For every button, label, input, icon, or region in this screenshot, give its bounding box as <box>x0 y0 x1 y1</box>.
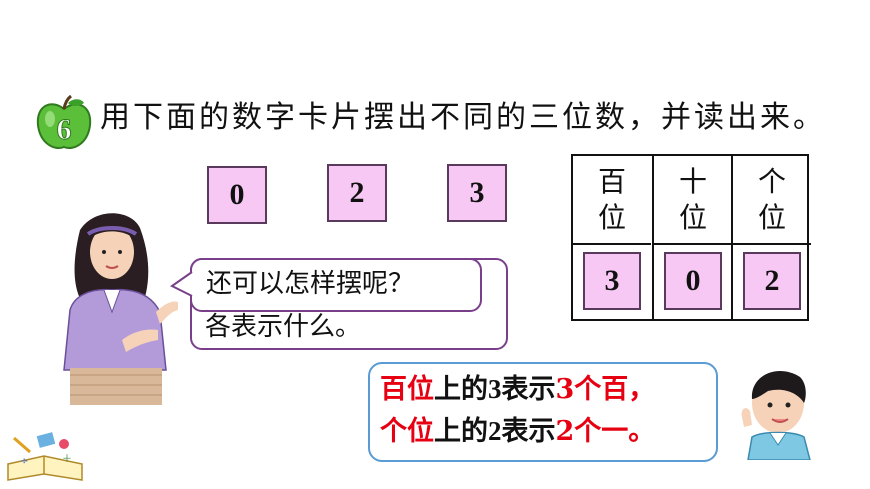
speech-bubble-tail <box>170 271 193 297</box>
svg-text:÷: ÷ <box>20 456 28 467</box>
problem-text: 用下面的数字卡片摆出不同的三位数，并读出来。 <box>100 100 826 135</box>
place-column-tens: 十 位 0 <box>652 156 732 319</box>
place-column-hundreds: 百 位 3 <box>573 156 651 319</box>
header-char: 个 <box>757 164 786 198</box>
digit-card: 3 <box>583 252 641 310</box>
digit-card: 0 <box>207 166 267 224</box>
problem-number: 6 <box>57 113 72 146</box>
header-char: 位 <box>597 200 626 234</box>
boy-speech-line: 百位上的3表示3个百， <box>380 374 656 405</box>
column-header: 个 位 <box>733 156 811 245</box>
digit-card: 2 <box>327 164 387 222</box>
boy-speech-bubble <box>368 362 718 462</box>
boy-speech-line: 个位上的2表示2个一。 <box>380 416 656 447</box>
header-char: 百 <box>597 164 626 198</box>
place-column-ones: 个 位 2 <box>731 156 811 319</box>
digit-card: 3 <box>447 164 507 222</box>
header-char: 十 <box>678 164 707 198</box>
column-header: 十 位 <box>654 156 732 245</box>
books-decoration-icon: ＋ ÷ <box>7 432 83 481</box>
column-header: 百 位 <box>573 156 651 245</box>
header-char: 位 <box>757 200 786 234</box>
apple-number-icon: 6 <box>36 95 92 149</box>
header-char: 位 <box>678 200 707 234</box>
boy-illustration <box>741 371 811 460</box>
digit-card: 2 <box>743 252 801 310</box>
speech-text: 还可以怎样摆呢？ <box>206 269 415 299</box>
place-value-table: 百 位 3 十 位 0 个 位 2 <box>571 154 811 321</box>
svg-text:＋: ＋ <box>62 454 72 465</box>
teacher-illustration <box>63 213 178 405</box>
digit-card: 0 <box>664 252 722 310</box>
speech-bubble <box>190 258 482 312</box>
speech-text-back: 各表示什么。 <box>205 312 362 342</box>
